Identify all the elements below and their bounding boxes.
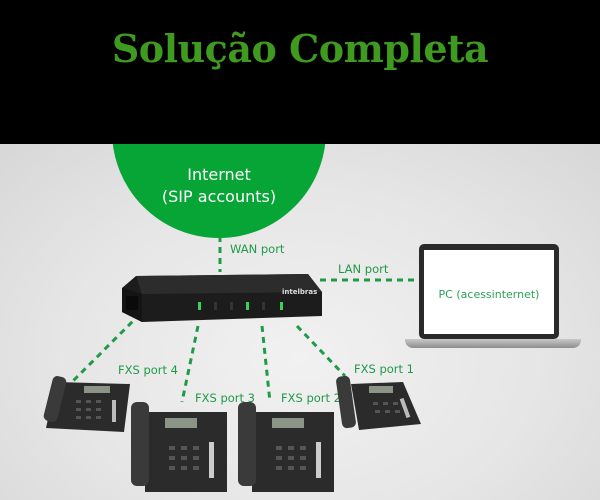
phone-fxs-4 bbox=[43, 376, 130, 432]
internet-label: Internet (SIP accounts) bbox=[112, 164, 326, 208]
internet-title: Internet bbox=[187, 165, 251, 184]
fxs4-line bbox=[70, 312, 142, 384]
fxs3-line bbox=[180, 325, 200, 403]
connection-lines bbox=[70, 236, 420, 403]
laptop-screen: PC (acessinternet) bbox=[419, 244, 559, 339]
fxs-port-1-label: FXS port 1 bbox=[354, 362, 414, 376]
network-diagram: Internet (SIP accounts) WAN port LAN por… bbox=[0, 144, 600, 500]
pc-label: PC (acessinternet) bbox=[438, 288, 540, 301]
internet-subtitle: (SIP accounts) bbox=[161, 187, 277, 206]
fxs-port-3-label: FXS port 3 bbox=[195, 391, 255, 405]
page-title: Solução Completa bbox=[111, 26, 489, 71]
pc-laptop: PC (acessinternet) bbox=[405, 244, 583, 354]
phone-fxs-1 bbox=[336, 375, 421, 430]
router-device: intelbras bbox=[122, 274, 322, 322]
header-banner: Solução Completa bbox=[0, 0, 600, 144]
fxs-port-2-label: FXS port 2 bbox=[281, 391, 341, 405]
fxs-port-4-label: FXS port 4 bbox=[118, 363, 178, 377]
phone-fxs-3 bbox=[131, 402, 227, 492]
fxs2-line bbox=[260, 325, 272, 403]
fxs1-line bbox=[295, 324, 347, 378]
lan-port-label: LAN port bbox=[338, 262, 389, 276]
wan-port-label: WAN port bbox=[230, 242, 285, 256]
router-brand: intelbras bbox=[282, 288, 317, 296]
phone-fxs-2 bbox=[238, 402, 334, 492]
laptop-base bbox=[405, 339, 581, 348]
status-leds bbox=[198, 302, 283, 310]
